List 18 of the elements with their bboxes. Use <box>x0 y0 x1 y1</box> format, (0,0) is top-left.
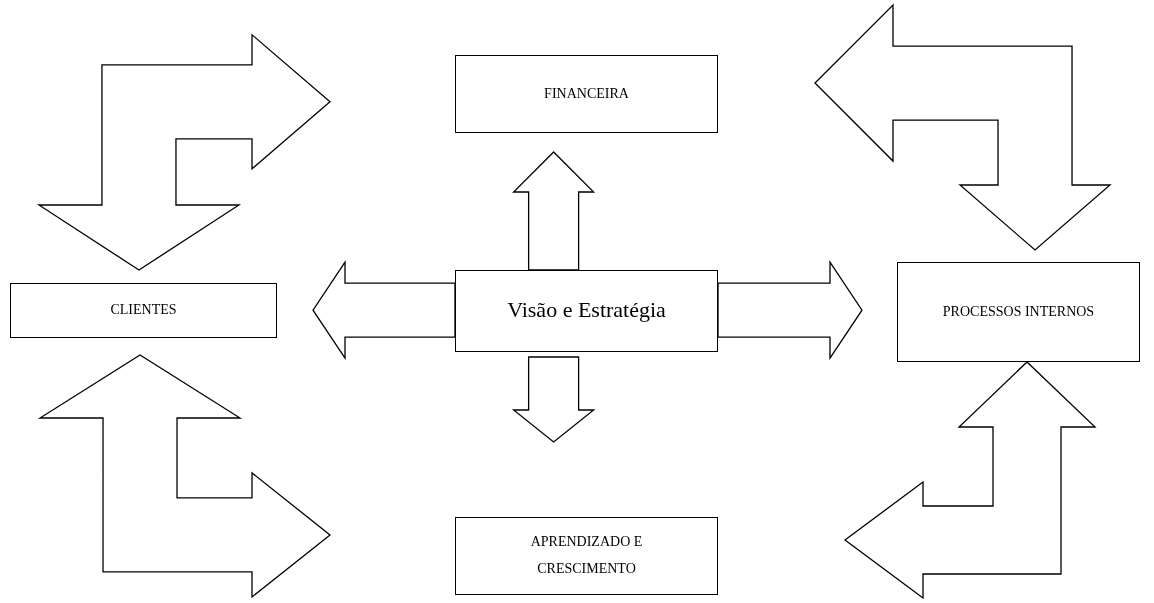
box-label: PROCESSOS INTERNOS <box>942 302 1095 321</box>
block-arrow <box>511 356 596 443</box>
box-label: CLIENTES <box>110 301 177 320</box>
label-box <box>455 270 718 352</box>
label-box <box>10 283 277 338</box>
block-arrow <box>37 354 332 599</box>
label-box <box>455 55 718 133</box>
label-box <box>455 517 718 595</box>
block-arrow <box>312 260 456 361</box>
box-label: APRENDIZADO E CRESCIMENTO <box>529 533 644 578</box>
box-label: FINANCEIRA <box>544 84 629 103</box>
box-label: Visão e Estratégia <box>507 296 666 324</box>
block-arrow <box>843 361 1097 600</box>
block-arrow <box>36 33 331 271</box>
block-arrow <box>814 3 1112 251</box>
label-box <box>897 262 1140 362</box>
block-arrow <box>717 260 863 361</box>
block-arrow <box>512 151 596 271</box>
